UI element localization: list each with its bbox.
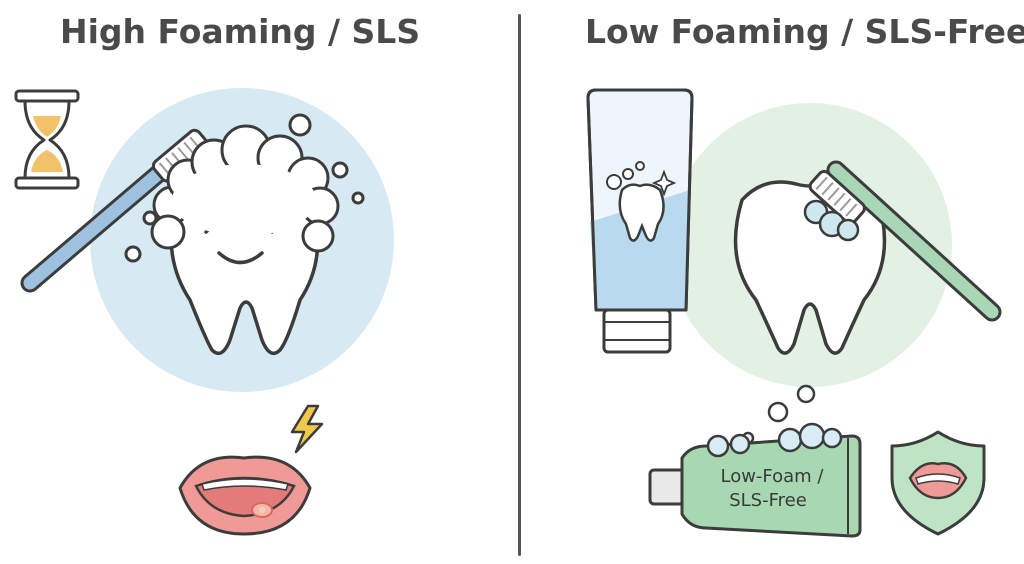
sparkle-icon [651, 169, 677, 197]
left-panel [14, 88, 394, 536]
tube-label-line1: Low-Foam / [720, 466, 824, 487]
right-toothbrush-icon [803, 160, 1002, 322]
low-foam-tube-icon: Low-Foam / SLS-Free [648, 422, 862, 538]
panel-divider [518, 14, 521, 556]
foam-bubbles-icon [124, 113, 365, 263]
tube-label-line2: SLS-Free [729, 490, 807, 511]
left-panel-title: High Foaming / SLS [60, 12, 421, 51]
lightning-icon [290, 404, 324, 454]
right-panel: Low-Foam / SLS-Free [586, 88, 1002, 538]
toothbrush-icon [20, 128, 210, 293]
small-bubbles-icon [741, 384, 816, 445]
shield-mouth-icon [890, 430, 986, 536]
irritated-mouth-icon [178, 455, 312, 536]
right-panel-title: Low Foaming / SLS-Free [585, 12, 1024, 51]
tube-tooth-icon [618, 183, 665, 242]
toothpaste-tube-icon [586, 88, 694, 354]
hourglass-icon [14, 89, 80, 190]
